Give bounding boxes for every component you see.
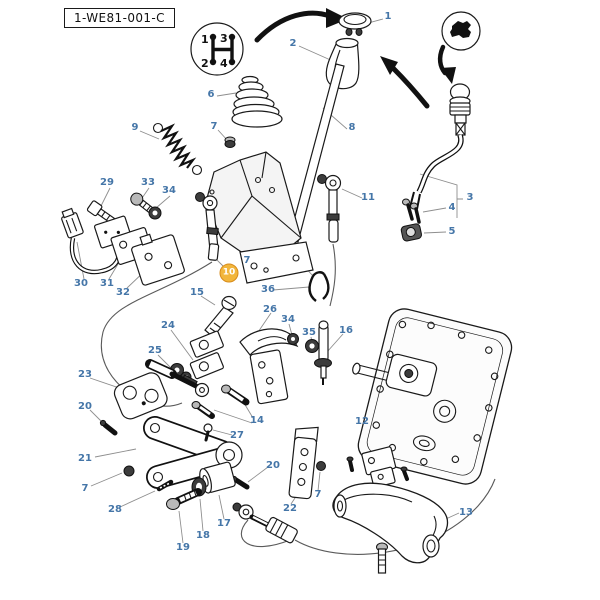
callout-29[interactable]: 29 xyxy=(100,177,114,188)
callout-11[interactable]: 11 xyxy=(361,192,375,203)
callout-7[interactable]: 7 xyxy=(210,121,218,132)
bell-crank xyxy=(143,416,243,489)
retainer-clip xyxy=(308,271,330,302)
pivot-bolt xyxy=(204,295,237,338)
tractor-location-icon xyxy=(441,11,481,51)
support-bracket xyxy=(288,426,319,500)
tie-rod-link-left xyxy=(195,192,220,261)
callout-8[interactable]: 8 xyxy=(348,122,356,133)
callout-5[interactable]: 5 xyxy=(448,226,456,237)
stud xyxy=(400,466,409,481)
callout-18[interactable]: 18 xyxy=(196,530,210,541)
return-spring xyxy=(152,122,203,176)
set-screw xyxy=(99,419,118,436)
callout-13[interactable]: 13 xyxy=(459,507,473,518)
detent-pin xyxy=(314,320,332,385)
callout-9[interactable]: 9 xyxy=(131,122,139,133)
callout-2[interactable]: 2 xyxy=(289,38,297,49)
callout-20-2[interactable]: 20 xyxy=(266,460,280,471)
callout-31[interactable]: 31 xyxy=(100,278,114,289)
ball-stud xyxy=(203,423,213,442)
harness-clip xyxy=(400,223,422,242)
hex-bolt xyxy=(166,488,202,510)
direction-arrow-icon xyxy=(254,8,348,43)
part-code-label: 1-WE81-001-C xyxy=(64,8,175,28)
stud xyxy=(346,456,354,472)
callout-25[interactable]: 25 xyxy=(148,345,162,356)
callout-7-3[interactable]: 7 xyxy=(81,483,89,494)
callout-36[interactable]: 36 xyxy=(261,284,275,295)
mount-bracket xyxy=(361,446,397,488)
pivot-blocks xyxy=(189,330,224,380)
lock-nut xyxy=(316,461,326,471)
gate-number-4: 4 xyxy=(220,57,228,70)
callout-19[interactable]: 19 xyxy=(176,542,190,553)
anchor-plate xyxy=(113,372,168,420)
tie-rod-link-right xyxy=(317,174,342,243)
callout-23[interactable]: 23 xyxy=(78,369,92,380)
rubber-boot xyxy=(231,75,283,128)
callout-14[interactable]: 14 xyxy=(250,415,264,426)
gate-number-3: 3 xyxy=(220,32,228,45)
direction-arrow-icon xyxy=(380,56,430,109)
callout-24[interactable]: 24 xyxy=(161,320,175,331)
callout-22[interactable]: 22 xyxy=(283,503,297,514)
shift-gate-pattern: 1 3 2 4 xyxy=(190,22,244,76)
gear-knob-plunger xyxy=(449,83,471,136)
harness-screw xyxy=(410,202,421,224)
callout-27[interactable]: 27 xyxy=(230,430,244,441)
callout-30[interactable]: 30 xyxy=(74,278,88,289)
callout-26[interactable]: 26 xyxy=(263,304,277,315)
hex-bolt xyxy=(376,542,388,574)
callout-32[interactable]: 32 xyxy=(116,287,130,298)
link-rod xyxy=(145,359,210,398)
grommet xyxy=(287,333,299,345)
wiring-harness xyxy=(409,134,464,210)
callout-4[interactable]: 4 xyxy=(448,202,456,213)
callout-34[interactable]: 34 xyxy=(162,185,176,196)
grommet xyxy=(148,206,162,220)
cable-end-fitting xyxy=(232,502,298,544)
guard-channel xyxy=(332,482,449,564)
callout-28[interactable]: 28 xyxy=(108,504,122,515)
callout-12[interactable]: 12 xyxy=(355,416,369,427)
spring-pin xyxy=(156,479,174,492)
shift-arm xyxy=(239,328,299,405)
leader-lines xyxy=(76,18,463,544)
transmission-cover-plate xyxy=(352,308,513,485)
lever-housing-bracket xyxy=(205,136,314,284)
callout-7-2[interactable]: 7 xyxy=(243,255,251,266)
callout-10[interactable]: 10 xyxy=(219,263,239,283)
callout-1[interactable]: 1 xyxy=(384,11,392,22)
gate-number-1: 1 xyxy=(201,33,209,46)
harness-screw xyxy=(402,198,414,221)
switch-bracket-plate xyxy=(131,233,185,286)
callout-33[interactable]: 33 xyxy=(141,177,155,188)
callout-17[interactable]: 17 xyxy=(217,518,231,529)
direction-arrow-icon xyxy=(437,44,456,84)
callout-35[interactable]: 35 xyxy=(302,327,316,338)
callout-16[interactable]: 16 xyxy=(339,325,353,336)
shift-lever-rod xyxy=(288,63,345,243)
shift-knob-cap xyxy=(338,12,372,36)
callout-20[interactable]: 20 xyxy=(78,401,92,412)
callout-6[interactable]: 6 xyxy=(207,89,215,100)
callout-15[interactable]: 15 xyxy=(190,287,204,298)
hex-bolt xyxy=(191,401,215,419)
lock-nut xyxy=(123,465,135,477)
hex-bolt xyxy=(221,384,250,406)
callout-34-2[interactable]: 34 xyxy=(281,314,295,325)
callout-3[interactable]: 3 xyxy=(466,192,474,203)
gate-number-2: 2 xyxy=(201,57,209,70)
bushing xyxy=(305,339,319,353)
callout-7-4[interactable]: 7 xyxy=(314,489,322,500)
callout-21[interactable]: 21 xyxy=(78,453,92,464)
